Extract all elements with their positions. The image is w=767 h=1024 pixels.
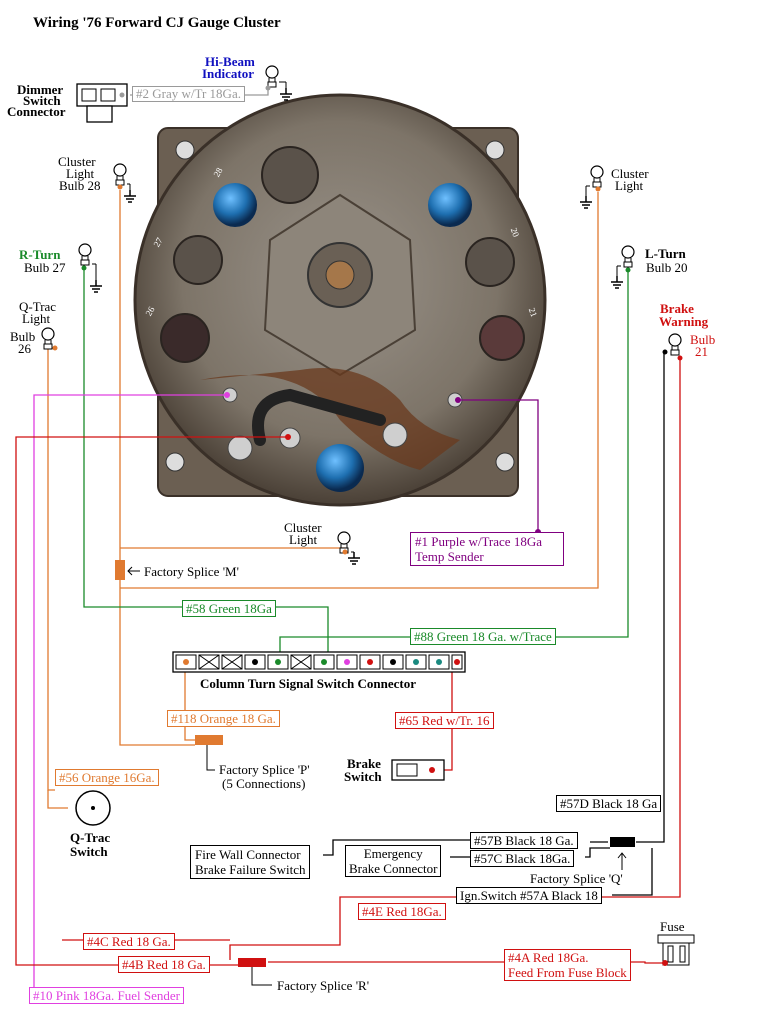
splice-r	[238, 958, 266, 967]
qtrac-light-label-3: Bulb	[10, 329, 36, 344]
qtrac-switch-label-1: Q-Trac	[70, 830, 111, 845]
cluster-left-label-1: Cluster	[58, 154, 96, 169]
brake-warning-label-3: Bulb	[690, 332, 716, 347]
splice-p-label-2: (5 Connections)	[222, 776, 306, 791]
brake-warning-label-4: 21	[695, 344, 708, 359]
hibeam-label-2: Indicator	[202, 66, 254, 81]
cluster-light-right-bulb	[579, 165, 604, 209]
wire-1-label-line1: #1 Purple w/Trace 18Ga	[415, 534, 542, 549]
brake-warning-bulb	[662, 333, 683, 361]
firewall-connector-label: Fire Wall Connector Brake Failure Switch	[190, 845, 311, 879]
fuse-label: Fuse	[660, 919, 685, 934]
wire-56-label: #56 Orange 16Ga.	[55, 769, 159, 786]
wire-57c-label: #57C Black 18Ga.	[470, 850, 575, 867]
brake-warning-label-2: Warning	[659, 314, 709, 329]
cluster-left-label-2: Light	[66, 166, 95, 181]
firewall-line2: Brake Failure Switch	[195, 862, 306, 877]
fuel-terminal	[224, 392, 230, 398]
temp-terminal	[455, 397, 461, 403]
rturn-bulb	[78, 243, 103, 293]
hibeam-label-1: Hi-Beam	[205, 54, 255, 69]
wire-65-label: #65 Red w/Tr. 16	[395, 712, 494, 729]
wire-black	[323, 352, 665, 896]
brake-warning-label-1: Brake	[660, 301, 694, 316]
wire-4a-line2: Feed From Fuse Block	[508, 965, 627, 980]
wire-88-label: #88 Green 18 Ga. w/Trace	[410, 628, 556, 645]
qtrac-switch-shape	[75, 790, 111, 826]
lturn-bulb	[610, 245, 635, 289]
wire-4c-label: #4C Red 18 Ga.	[83, 933, 175, 950]
dimmer-label-2: Switch	[23, 93, 61, 108]
power-terminal	[285, 434, 291, 440]
wire-57d-label: #57D Black 18 Ga	[556, 795, 662, 812]
emergency-line2: Brake Connector	[349, 861, 438, 876]
splice-q	[610, 837, 635, 847]
wire-1-label-line2: Temp Sender	[415, 549, 484, 564]
wire-2-label: #2 Gray w/Tr 18Ga.	[132, 86, 245, 102]
wire-purple	[458, 399, 539, 530]
emergency-line1: Emergency	[363, 846, 423, 861]
lturn-label-1: L-Turn	[645, 246, 686, 261]
qtrac-light-bulb	[41, 327, 58, 351]
wire-58-label: #58 Green 18Ga	[182, 600, 276, 617]
qtrac-light-label-1: Q-Trac	[19, 299, 57, 314]
lturn-label-2: Bulb 20	[646, 260, 688, 275]
wire-4b-label: #4B Red 18 Ga.	[118, 956, 210, 973]
fuse-shape	[657, 934, 695, 966]
wire-pink	[33, 394, 227, 1000]
rturn-label-1: R-Turn	[19, 247, 61, 262]
wire-4e-label: #4E Red 18Ga.	[358, 903, 446, 920]
wire-4a-line1: #4A Red 18Ga.	[508, 950, 589, 965]
column-connector-label: Column Turn Signal Switch Connector	[200, 676, 416, 691]
dimmer-label-3: Connector	[7, 104, 66, 119]
rturn-label-2: Bulb 27	[24, 260, 66, 275]
cluster-bottom-label-1: Cluster	[284, 520, 322, 535]
splice-m	[115, 560, 125, 580]
wire-1-label: #1 Purple w/Trace 18Ga Temp Sender	[410, 532, 564, 566]
emergency-brake-label: Emergency Brake Connector	[345, 845, 442, 877]
cluster-left-label-3: Bulb 28	[59, 178, 101, 193]
cluster-bottom-label-2: Light	[289, 532, 318, 547]
splice-p	[195, 735, 223, 745]
cluster-light-bottom-bulb	[337, 531, 361, 565]
wire-10-label: #10 Pink 18Ga. Fuel Sender	[29, 987, 184, 1004]
hibeam-bulb	[265, 65, 293, 101]
splice-r-label: Factory Splice 'R'	[277, 978, 370, 993]
wire-57a-label: Ign.Switch #57A Black 18	[456, 887, 602, 904]
gauge-cluster	[133, 93, 547, 507]
cluster-light-left-bulb	[113, 163, 137, 203]
wire-4a-label: #4A Red 18Ga. Feed From Fuse Block	[504, 949, 631, 981]
qtrac-light-label-2: Light	[22, 311, 51, 326]
splice-q-label: Factory Splice 'Q'	[530, 871, 623, 886]
qtrac-switch-label-2: Switch	[70, 844, 108, 859]
diagram-title: Wiring '76 Forward CJ Gauge Cluster	[33, 15, 281, 31]
brake-switch-shape	[391, 759, 445, 781]
splice-p-label-1: Factory Splice 'P'	[219, 762, 310, 777]
qtrac-light-label-4: 26	[18, 341, 31, 356]
firewall-line1: Fire Wall Connector	[195, 847, 301, 862]
dimmer-label-1: Dimmer	[17, 82, 64, 97]
dimmer-connector-shape	[76, 83, 128, 123]
cluster-right-label-2: Light	[615, 178, 644, 193]
cluster-right-label-1: Cluster	[611, 166, 649, 181]
splice-m-label: Factory Splice 'M'	[144, 564, 239, 579]
brake-switch-label-1: Brake	[347, 756, 381, 771]
column-connector-shape	[172, 651, 466, 673]
wire-118-label: #118 Orange 18 Ga.	[167, 710, 280, 727]
brake-switch-label-2: Switch	[344, 769, 382, 784]
wire-57b-label: #57B Black 18 Ga.	[470, 832, 578, 849]
